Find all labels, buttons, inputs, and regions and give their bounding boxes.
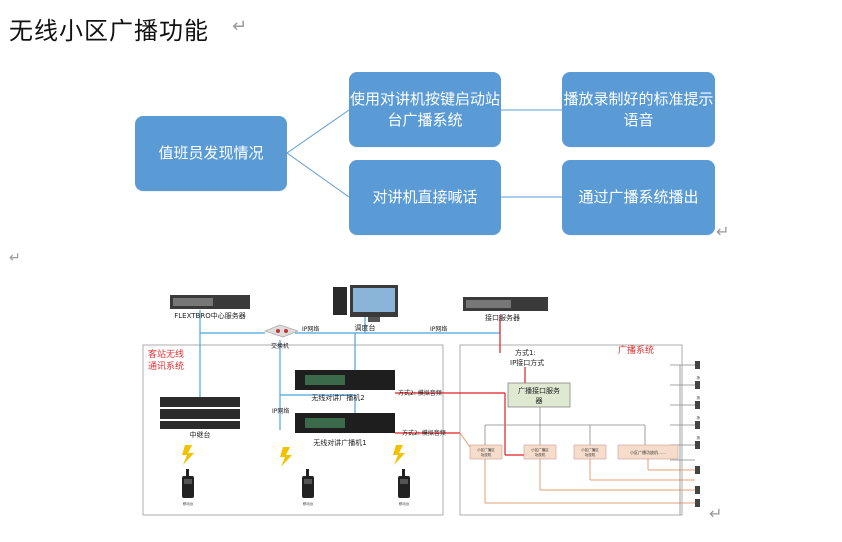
bcast-server-label: 广播接口服务 [518,386,560,395]
right-region-title: 广播系统 [618,344,654,356]
svg-text:小区广播区: 小区广播区 [531,447,549,452]
left-region-frame [142,344,444,516]
intercom-1-label: 无线对讲广播机1 [313,438,366,447]
console-label: 调度台 [355,323,376,332]
flow-node-result-a: 播放录制好的标准提示语音 [562,72,715,147]
zone-amp: 小区广播区 功放机 [523,444,557,460]
svg-text:功放机: 功放机 [481,452,492,457]
radio-icon [302,469,314,498]
flow-connectors [286,109,562,198]
svg-text:功放机: 功放机 [585,452,596,457]
ip-link-label: IP网络 [430,325,447,333]
relay-label: 中继台 [190,430,211,439]
speaker-label: 扬声 [697,415,701,420]
relay-icon [160,397,240,407]
interface-server-label: 接口服务器 [485,313,520,322]
flow-node-result-b: 通过广播系统播出 [562,160,715,235]
network-diagram: FLEXTBRO中心服务器 调度台 接口服务器 交换机 IP网络 IP网络 IP… [142,285,701,516]
speaker-label: 扬声 [697,395,701,400]
mode2-label: 方式2: 模拟音频 [402,429,446,437]
radio-icon [398,469,410,498]
intercom-2-label: 无线对讲广播机2 [311,393,364,402]
console-tower-icon [333,287,347,315]
radio-label: 移动台 [183,501,194,506]
svg-text:小区广播区: 小区广播区 [581,447,599,452]
flow-node-step-b: 对讲机直接喊话 [349,160,501,235]
zone-amp: 小区广播区 功放机 [469,444,503,460]
speaker-icon [695,361,700,507]
mode2-label: 方式2: 模拟音频 [398,389,442,397]
flow-node-start: 值班员发现情况 [135,116,287,191]
switch-icon [264,324,299,338]
radio-icon [182,469,194,498]
page-title: 无线小区广播功能 [9,17,209,45]
svg-text:小区广播区: 小区广播区 [477,447,495,452]
svg-text:功放机: 功放机 [535,452,546,457]
left-region-title: 客站无线 [148,348,184,360]
radio-label: 移动台 [399,501,410,506]
paragraph-mark-icon: ↵ [9,250,21,266]
center-server-label: FLEXTBRO中心服务器 [174,311,245,320]
right-region-frame [459,344,683,516]
svg-text:小区广播功放机……: 小区广播功放机…… [630,449,666,455]
speaker-label: 扬声 [697,375,701,380]
radio-label: 移动台 [303,501,314,506]
flow-node-step-a: 使用对讲机按键启动站台广播系统 [349,72,501,147]
ip-link-label: IP网络 [272,407,289,415]
bcast-server-box [507,382,571,408]
bcast-server-label: 器 [536,397,543,405]
paragraph-mark-icon: ↵ [716,222,730,241]
zone-amp: 小区广播功放机…… [617,444,679,460]
zone-amp: 小区广播区 功放机 [573,444,607,460]
paragraph-mark-icon: ↵ [232,16,248,37]
lightning-icon [182,445,405,467]
paragraph-mark-icon: ↵ [709,504,723,523]
left-region-title: 通讯系统 [148,360,184,372]
mode1-desc: IP接口方式 [510,358,544,367]
speaker-label: 扬声 [697,435,701,440]
switch-label: 交换机 [271,342,289,350]
ip-link-label: IP网络 [302,325,319,333]
mode1-label: 方式1: [515,348,536,357]
